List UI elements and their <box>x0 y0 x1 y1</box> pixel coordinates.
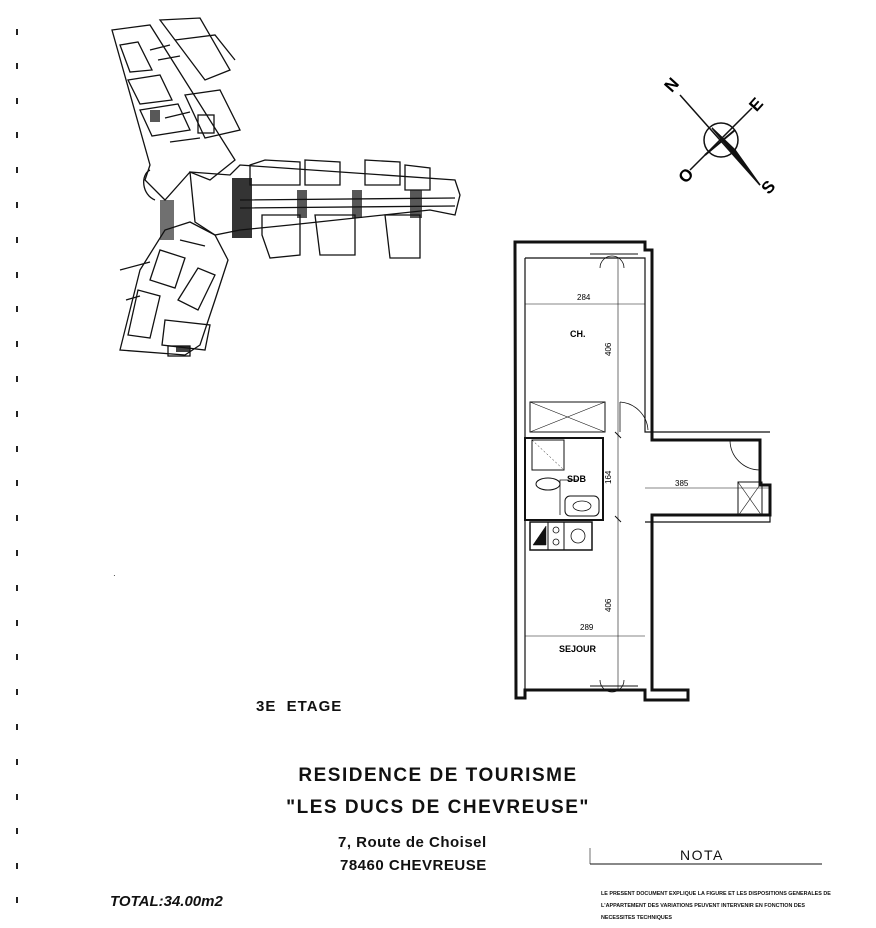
document-title-line1: RESIDENCE DE TOURISME <box>298 765 578 786</box>
apartment-plan <box>513 240 772 702</box>
binder-holes <box>16 29 18 903</box>
room-label-bedroom: CH. <box>570 329 586 339</box>
room-label-bathroom: SDB <box>567 474 587 484</box>
key-plan-hatching <box>150 110 422 352</box>
floor-label: 3E ETAGE <box>256 698 343 715</box>
compass-west-label: O <box>675 164 698 187</box>
document-title-line2: "LES DUCS DE CHEVREUSE" <box>286 797 590 818</box>
total-area: TOTAL:34.00m2 <box>110 893 223 910</box>
stray-mark: · <box>113 571 116 580</box>
dim-bedroom-depth: 406 <box>604 342 613 356</box>
dim-bedroom-width: 284 <box>577 293 591 302</box>
compass-north-label: N <box>661 74 683 96</box>
room-label-living: SEJOUR <box>559 644 597 654</box>
address-street: 7, Route de Choisel <box>338 834 487 851</box>
compass-rose <box>679 94 761 186</box>
dim-bath-depth: 164 <box>604 470 613 484</box>
nota-heading: NOTA <box>680 847 724 863</box>
compass-south-label: S <box>758 177 780 198</box>
address-city: 78460 CHEVREUSE <box>340 857 487 874</box>
dim-hall-width: 385 <box>675 479 689 488</box>
dim-living-depth: 406 <box>604 598 613 612</box>
nota-disclaimer: Le present document explique la figure e… <box>601 891 831 921</box>
dim-living-width: 289 <box>580 623 594 632</box>
building-key-plan <box>111 17 461 357</box>
